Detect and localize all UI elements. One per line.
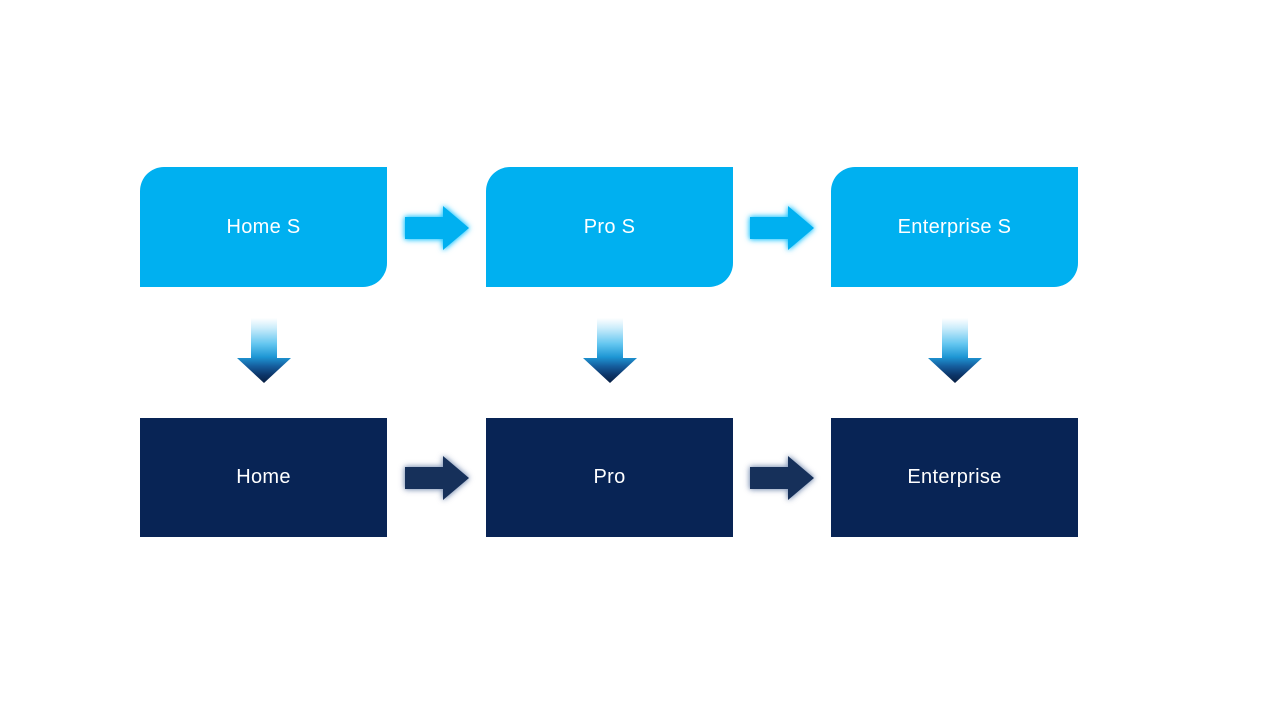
right-arrow-shape [750, 456, 814, 500]
right-arrow-shape [750, 206, 814, 250]
node-enterprise-label: Enterprise [907, 466, 1002, 488]
node-pro-label: Pro [593, 466, 626, 488]
node-enterprise-box: Enterprise [831, 418, 1078, 537]
node-pro-box: Pro [486, 418, 733, 537]
node-home-s-label: Home S [226, 215, 301, 238]
down-arrow-shape [928, 318, 982, 383]
node-pro-s-label: Pro S [583, 215, 636, 238]
right-arrow-icon [405, 206, 469, 250]
down-arrow-icon [583, 318, 637, 383]
down-arrow-shape [237, 318, 291, 383]
down-arrow-shape [583, 318, 637, 383]
node-enterprise-s-label: Enterprise S [897, 215, 1012, 238]
right-arrow-shape [405, 206, 469, 250]
node-home-label: Home [236, 466, 291, 488]
down-arrow-icon [928, 318, 982, 383]
node-pro-s-box: Pro S [486, 167, 733, 287]
down-arrow-icon [237, 318, 291, 383]
node-home-box: Home [140, 418, 387, 537]
node-enterprise-s-box: Enterprise S [831, 167, 1078, 287]
right-arrow-shape [405, 456, 469, 500]
right-arrow-icon [750, 206, 814, 250]
right-arrow-icon [405, 456, 469, 500]
node-home-s-box: Home S [140, 167, 387, 287]
right-arrow-icon [750, 456, 814, 500]
